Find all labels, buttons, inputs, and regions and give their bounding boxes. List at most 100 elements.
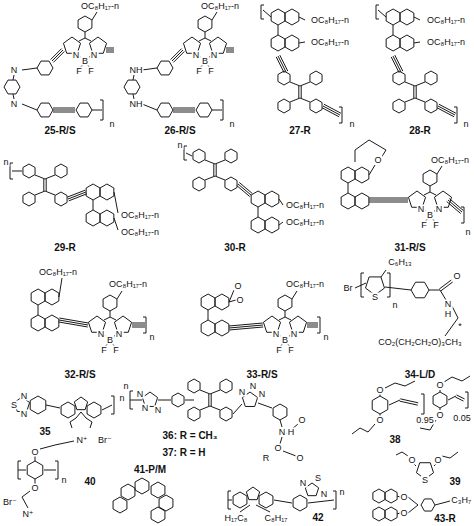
bond-line [210,390,220,394]
bond-line [263,10,271,17]
bond-line [385,381,415,388]
polymer-bracket [454,107,457,123]
bond-line [200,406,210,410]
ring-outline [31,315,45,331]
bond-line [38,305,39,315]
double-bond [46,179,47,191]
polymer-bracket [376,5,379,19]
atom-label: O [433,456,442,465]
triple-bond [51,49,62,60]
double-bond [43,179,44,191]
bond-line [92,12,97,20]
atom-label: OC₈H₁₇-n [285,218,325,227]
atom-label: n [464,228,471,237]
ring-outline [251,191,265,207]
ring-outline [400,35,414,51]
triple-bond [448,200,462,212]
atom-label: O [30,484,39,493]
triple-bond [226,50,234,51]
ring-outline [265,191,279,207]
triple-bond [53,108,75,109]
ring-outline [259,492,273,508]
bond-line [81,412,92,428]
atom-label: F [420,221,428,230]
ring-outline [310,99,322,113]
bond-line [258,403,272,408]
bond-line [424,192,436,195]
triple-bond [391,57,399,73]
bond-line [415,82,425,86]
atom-label: N [290,330,299,339]
atom-label: OC₈H₁₇-n [285,201,325,210]
bond-line [415,98,425,102]
triple-bond [173,110,195,111]
ring-outline [55,192,67,206]
atom-label: F [432,221,440,230]
compound-number: 31-R/S [393,243,426,253]
bond-line [40,441,74,449]
ring-outline [400,9,414,25]
bond-line [205,160,215,164]
triple-bond [393,56,401,72]
bond-line [290,82,300,86]
compound-number: 26-R/S [163,126,196,136]
bond-line [256,505,270,512]
bond-line [278,25,279,35]
atom-label: Br [343,284,354,293]
atom-label: OC₈H₁₇-n [310,16,350,25]
triple-bond [369,202,408,203]
atom-label: N [444,300,453,309]
bond-line [205,176,215,180]
atom-label: N [258,390,267,399]
bond-line [117,291,122,299]
atom-label: OC₈H₁₇-n [285,280,325,289]
bond-line [414,42,420,43]
compound-number: 30-R [223,243,247,253]
triple-bond [447,202,461,214]
triple-bond [132,323,145,324]
ring-outline [423,170,437,186]
bond-line [381,270,386,277]
ring-outline [355,167,369,183]
ring-outline [201,294,215,310]
triple-bond [229,327,263,330]
compound-number: 32-R/S [63,370,96,380]
ring-outline [55,164,67,178]
bond-line [210,406,220,410]
ring-outline [215,294,229,310]
triple-bond [106,52,114,53]
bond-line [408,497,418,513]
bond-line [448,396,456,400]
atom-label: H₁₇C₈ [224,514,249,523]
ring-outline [341,193,355,209]
bond-line [437,166,442,174]
ring-outline [425,99,437,113]
bond-line [22,491,30,508]
ring-outline [188,379,200,393]
bond-line [300,98,310,102]
atom-label: N [72,51,81,60]
atom-label: R [262,454,271,463]
triple-bond [237,186,250,197]
atom-label: N [154,406,163,415]
ring-outline [76,103,92,117]
ring-outline [271,35,285,51]
ring-outline [385,489,397,503]
atom-label: S [10,401,18,410]
bond-line [405,98,415,102]
polymer-bracket [465,392,468,408]
triple-bond [52,50,63,61]
ring-outline [220,407,232,421]
bond-line [79,38,91,41]
double-bond [455,397,463,401]
ring-outline [373,489,385,503]
atom-label: N⁺ [21,510,34,519]
atom-label: N [20,392,29,401]
atom-label: O [435,381,444,390]
triple-bond [278,56,286,72]
bond-line [405,82,415,86]
triple-bond [53,112,75,113]
ring-outline [151,507,165,523]
atom-label: n [322,333,329,342]
triple-bond [438,106,455,115]
